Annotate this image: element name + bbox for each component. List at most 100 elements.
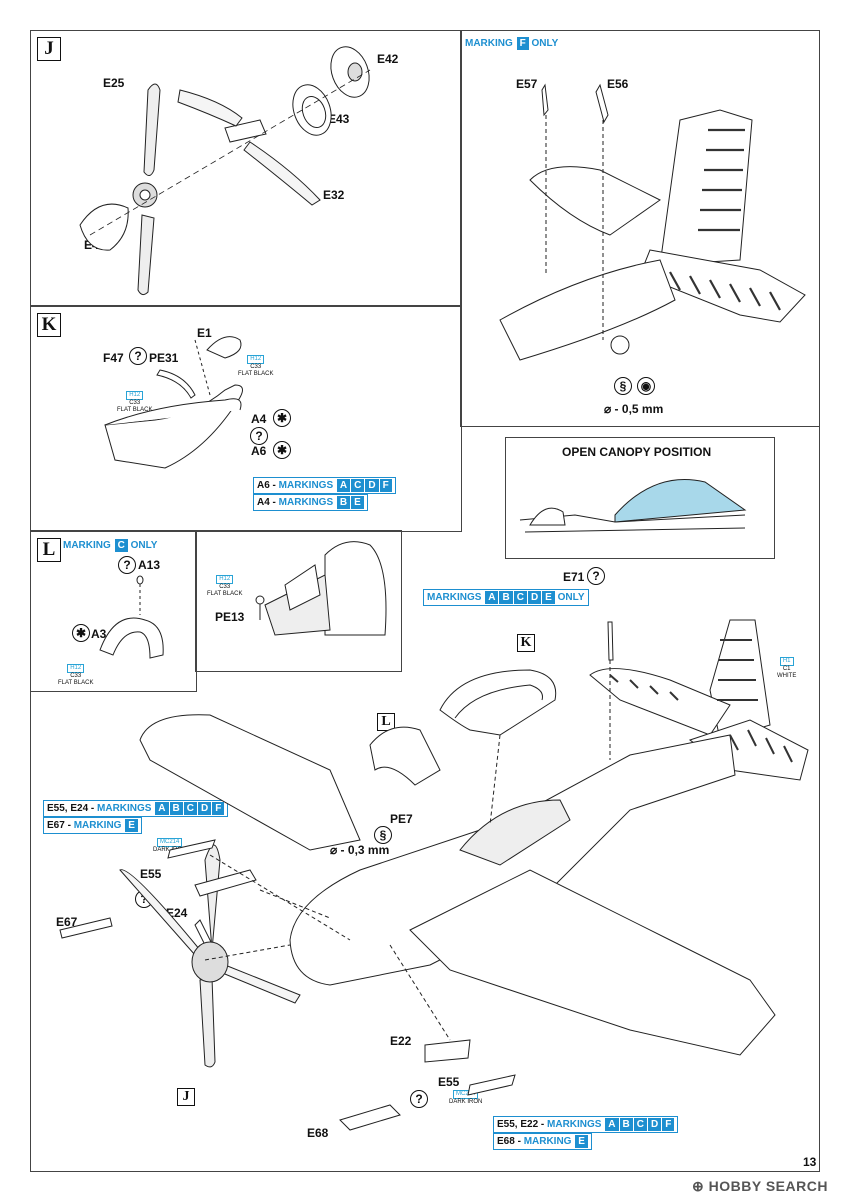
drill-icon: §	[614, 377, 632, 395]
paint-name: DARK IRON	[449, 1099, 483, 1105]
panel-pe13-frame	[195, 530, 402, 672]
marking-badge: D	[365, 479, 379, 492]
step-k-ref: K	[517, 634, 535, 652]
note-text: MARKING	[523, 1136, 572, 1147]
note-text: MARKINGS	[427, 592, 482, 603]
marking-badge: D	[527, 591, 542, 604]
drill-05: ⌀ - 0,5 mm	[604, 402, 664, 416]
marking-c-badge: C	[114, 539, 128, 552]
cockpit-pe13-drawing	[255, 541, 387, 636]
marking-c-only-label: MARKING C ONLY	[63, 539, 157, 552]
part-e32: E32	[323, 188, 345, 202]
marking-badge: B	[169, 802, 183, 815]
marking-badge: C	[351, 479, 365, 492]
note-text: MARKINGS	[278, 480, 334, 491]
watermark-logo: ⊕ HOBBY SEARCH	[692, 1178, 828, 1195]
marking-badge: B	[336, 496, 351, 509]
canopy-inset-frame	[505, 437, 775, 559]
marking-badge: F	[662, 1118, 675, 1131]
step-l-label: L	[37, 538, 61, 562]
marking-badge: A	[155, 802, 169, 815]
star-icon: ✱	[72, 624, 90, 642]
marking-c-suffix: ONLY	[130, 540, 158, 551]
note-pre: E68 -	[497, 1136, 524, 1147]
question-icon: ?	[250, 427, 268, 445]
step-j-label: J	[37, 37, 61, 61]
star-icon: ✱	[273, 441, 291, 459]
step-j-ref: J	[177, 1088, 195, 1106]
paint-sub: C33	[219, 584, 231, 590]
part-a4: A4	[251, 412, 267, 426]
open-canopy-title: OPEN CANOPY POSITION	[562, 445, 712, 459]
part-a3: A3	[91, 627, 107, 641]
marking-badge: A	[605, 1118, 619, 1131]
paint-h12-l: H12 C33 FLAT BLACK	[58, 664, 93, 687]
part-e55-lower: E55	[438, 1075, 460, 1089]
marking-c-prefix: MARKING	[63, 540, 111, 551]
part-e71: E71	[563, 570, 585, 584]
part-e57: E57	[516, 77, 538, 91]
marking-badge: E	[351, 496, 364, 509]
marking-badge: E	[575, 1135, 588, 1148]
question-icon: ?	[410, 1090, 428, 1108]
tail-drawing	[499, 83, 806, 361]
marking-badge: C	[513, 591, 527, 604]
canopy-k-drawing	[104, 336, 243, 469]
paint-code: H12	[216, 575, 234, 584]
note-suffix: ONLY	[557, 592, 585, 603]
part-a13: A13	[138, 558, 161, 572]
page-number: 13	[803, 1155, 817, 1169]
part-pe13: PE13	[215, 610, 245, 624]
part-e22: E22	[390, 1034, 412, 1048]
part-e43: E43	[328, 112, 350, 126]
propeller-exploded-drawing	[79, 46, 371, 296]
main-frame	[30, 30, 820, 1172]
paint-sub: C33	[129, 400, 141, 406]
note-text: MARKINGS	[97, 803, 152, 814]
aircraft-main-drawing	[59, 619, 809, 1131]
paint-sub: C1	[782, 666, 791, 672]
marking-badge: F	[379, 479, 392, 492]
part-e56: E56	[607, 77, 629, 91]
marking-f-only-label: MARKING F ONLY	[465, 37, 558, 50]
part-a6: A6	[251, 444, 267, 458]
drill-icon: §	[374, 826, 392, 844]
note-e67: E67 - MARKING E	[43, 817, 142, 834]
watermark-text: HOBBY SEARCH	[708, 1178, 828, 1194]
marking-f-prefix: MARKING	[465, 38, 513, 49]
part-f47: F47	[103, 351, 124, 365]
marking-badge: A	[336, 479, 351, 492]
question-icon: ?	[129, 347, 147, 365]
part-pe7: PE7	[390, 812, 413, 826]
paint-h12-pe13: H12 C33 FLAT BLACK	[207, 575, 242, 598]
part-pe31: PE31	[149, 351, 179, 365]
part-e67: E67	[56, 915, 78, 929]
question-icon: ?	[587, 567, 605, 585]
note-text: MARKINGS	[278, 497, 334, 508]
note-pre: E55, E22 -	[497, 1119, 548, 1130]
paint-mc214-bottom: MC214 DARK IRON	[449, 1090, 482, 1106]
part-e42: E42	[377, 52, 399, 66]
open-canopy-drawing	[519, 479, 747, 533]
part-e55-upper: E55	[140, 867, 162, 881]
marking-badge: C	[183, 802, 197, 815]
note-text: MARKINGS	[547, 1119, 602, 1130]
paint-h1-tail: H1 C1 WHITE	[777, 657, 796, 680]
marking-badge: B	[499, 591, 513, 604]
both-sides-icon: ◉	[637, 377, 655, 395]
marking-badge: E	[542, 591, 555, 604]
marking-badge: C	[633, 1118, 647, 1131]
part-e1: E1	[197, 326, 212, 340]
note-pre: A6 -	[257, 480, 279, 491]
paint-name: WHITE	[777, 673, 797, 679]
marking-f-suffix: ONLY	[531, 38, 559, 49]
step-k-label: K	[37, 313, 61, 337]
paint-h12-canopy: H12 C33 FLAT BLACK	[238, 355, 273, 378]
star-icon: ✱	[273, 409, 291, 427]
part-e25: E25	[103, 76, 125, 90]
